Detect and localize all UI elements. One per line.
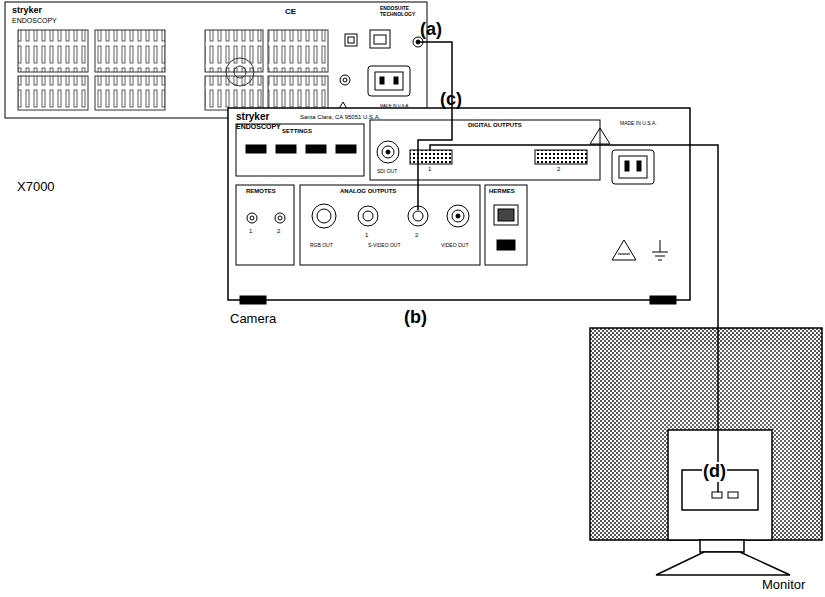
port-number: 2 [277,228,280,235]
panel-heading: DIGITAL OUTPUTS [468,122,522,129]
callout-letter: (b) [404,308,427,328]
port-number: 1 [365,232,368,239]
monitor-drawing [590,328,822,575]
device-name: Monitor [762,578,805,593]
brand-name: stryker [12,6,42,16]
device-box: X7000 [5,2,427,118]
cable [418,42,718,492]
panel-text: ENDOSUITE TECHNOLOGY [380,6,420,17]
callout-letter: (a) [420,20,442,40]
panel-heading: HERMES [489,188,515,195]
mark: CE [285,8,296,17]
panel-heading: SETTINGS [282,128,312,135]
cable [690,145,718,328]
port-number: 1 [428,166,431,173]
brand-name: stryker [236,111,269,122]
port-number: 1 [249,228,252,235]
device-box: Monitor [590,328,822,540]
port-label: VIDEO OUT [441,243,469,249]
panel-text: Santa Clara, CA 95051 U.S.A. [300,114,380,121]
port-label: RGB OUT [310,243,333,249]
panel-heading: ANALOG OUTPUTS [340,188,396,195]
brand-name: ENDOSCOPY [236,123,281,131]
panel-text: MADE IN U.S.A. [620,121,657,127]
device-name: Camera [230,312,276,327]
camera-panel [228,108,690,304]
port-number: 2 [557,166,560,173]
device-name: X7000 [17,180,55,195]
port-number: 2 [415,232,418,239]
port-label: S-VIDEO OUT [368,243,401,249]
callout-letter: (c) [440,90,462,110]
port-label: SDI OUT [377,169,397,175]
callout-letter: (d) [702,462,727,482]
panel-text: MADE IN U.S.A. [380,104,409,108]
brand-name: ENDOSCOPY [12,17,57,25]
device-box: Camera [228,108,690,300]
x7000-panel [5,2,427,118]
panel-heading: REMOTES [246,188,276,195]
